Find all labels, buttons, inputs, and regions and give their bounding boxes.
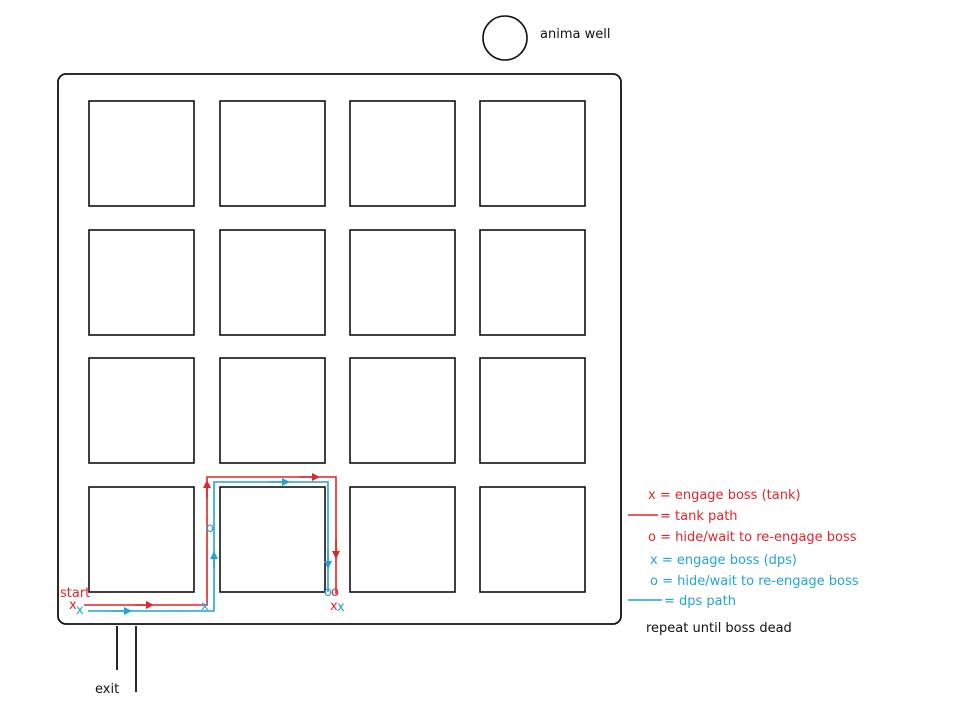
pillar [88, 229, 195, 336]
anima-well-label: anima well [540, 27, 610, 42]
legend-tank-hide: o = hide/wait to re-engage boss [648, 530, 857, 545]
legend: x = engage boss (tank) = tank path o = h… [628, 488, 859, 636]
pillar [349, 100, 456, 207]
pillar [479, 357, 586, 464]
exit-label: exit [95, 682, 119, 697]
pillar-grid [88, 100, 586, 593]
legend-dps-hide: o = hide/wait to re-engage boss [650, 574, 859, 589]
dps-hide-marker: o [206, 521, 214, 536]
pillar [219, 357, 326, 464]
tank-hide-marker: o [331, 585, 339, 600]
pillar [479, 486, 586, 593]
pillar [219, 229, 326, 336]
pillar [349, 486, 456, 593]
anima-well-circle [482, 15, 528, 61]
pillar [349, 357, 456, 464]
pillar [88, 486, 195, 593]
dps-path [88, 481, 329, 612]
repeat-note: repeat until boss dead [646, 621, 792, 636]
pillar [349, 229, 456, 336]
tank-engage-marker: x [69, 598, 77, 613]
pillar [219, 486, 326, 593]
pillar [479, 229, 586, 336]
start-label: start [60, 586, 90, 601]
pillar [219, 100, 326, 207]
tank-engage-marker: x [330, 599, 338, 614]
legend-tank-engage: x = engage boss (tank) [648, 488, 801, 503]
legend-dps-engage: x = engage boss (dps) [650, 553, 797, 568]
tank-path [84, 476, 337, 606]
dps-engage-marker: x [337, 600, 345, 615]
pillar [479, 100, 586, 207]
dps-engage-marker: x [201, 599, 209, 614]
pillar [88, 100, 195, 207]
dps-engage-marker: x [76, 603, 84, 618]
dps-hide-marker: o [324, 585, 332, 600]
legend-dps-path: = dps path [664, 594, 736, 609]
legend-tank-path: = tank path [660, 509, 738, 524]
pillar [88, 357, 195, 464]
arena-outline [57, 73, 622, 625]
